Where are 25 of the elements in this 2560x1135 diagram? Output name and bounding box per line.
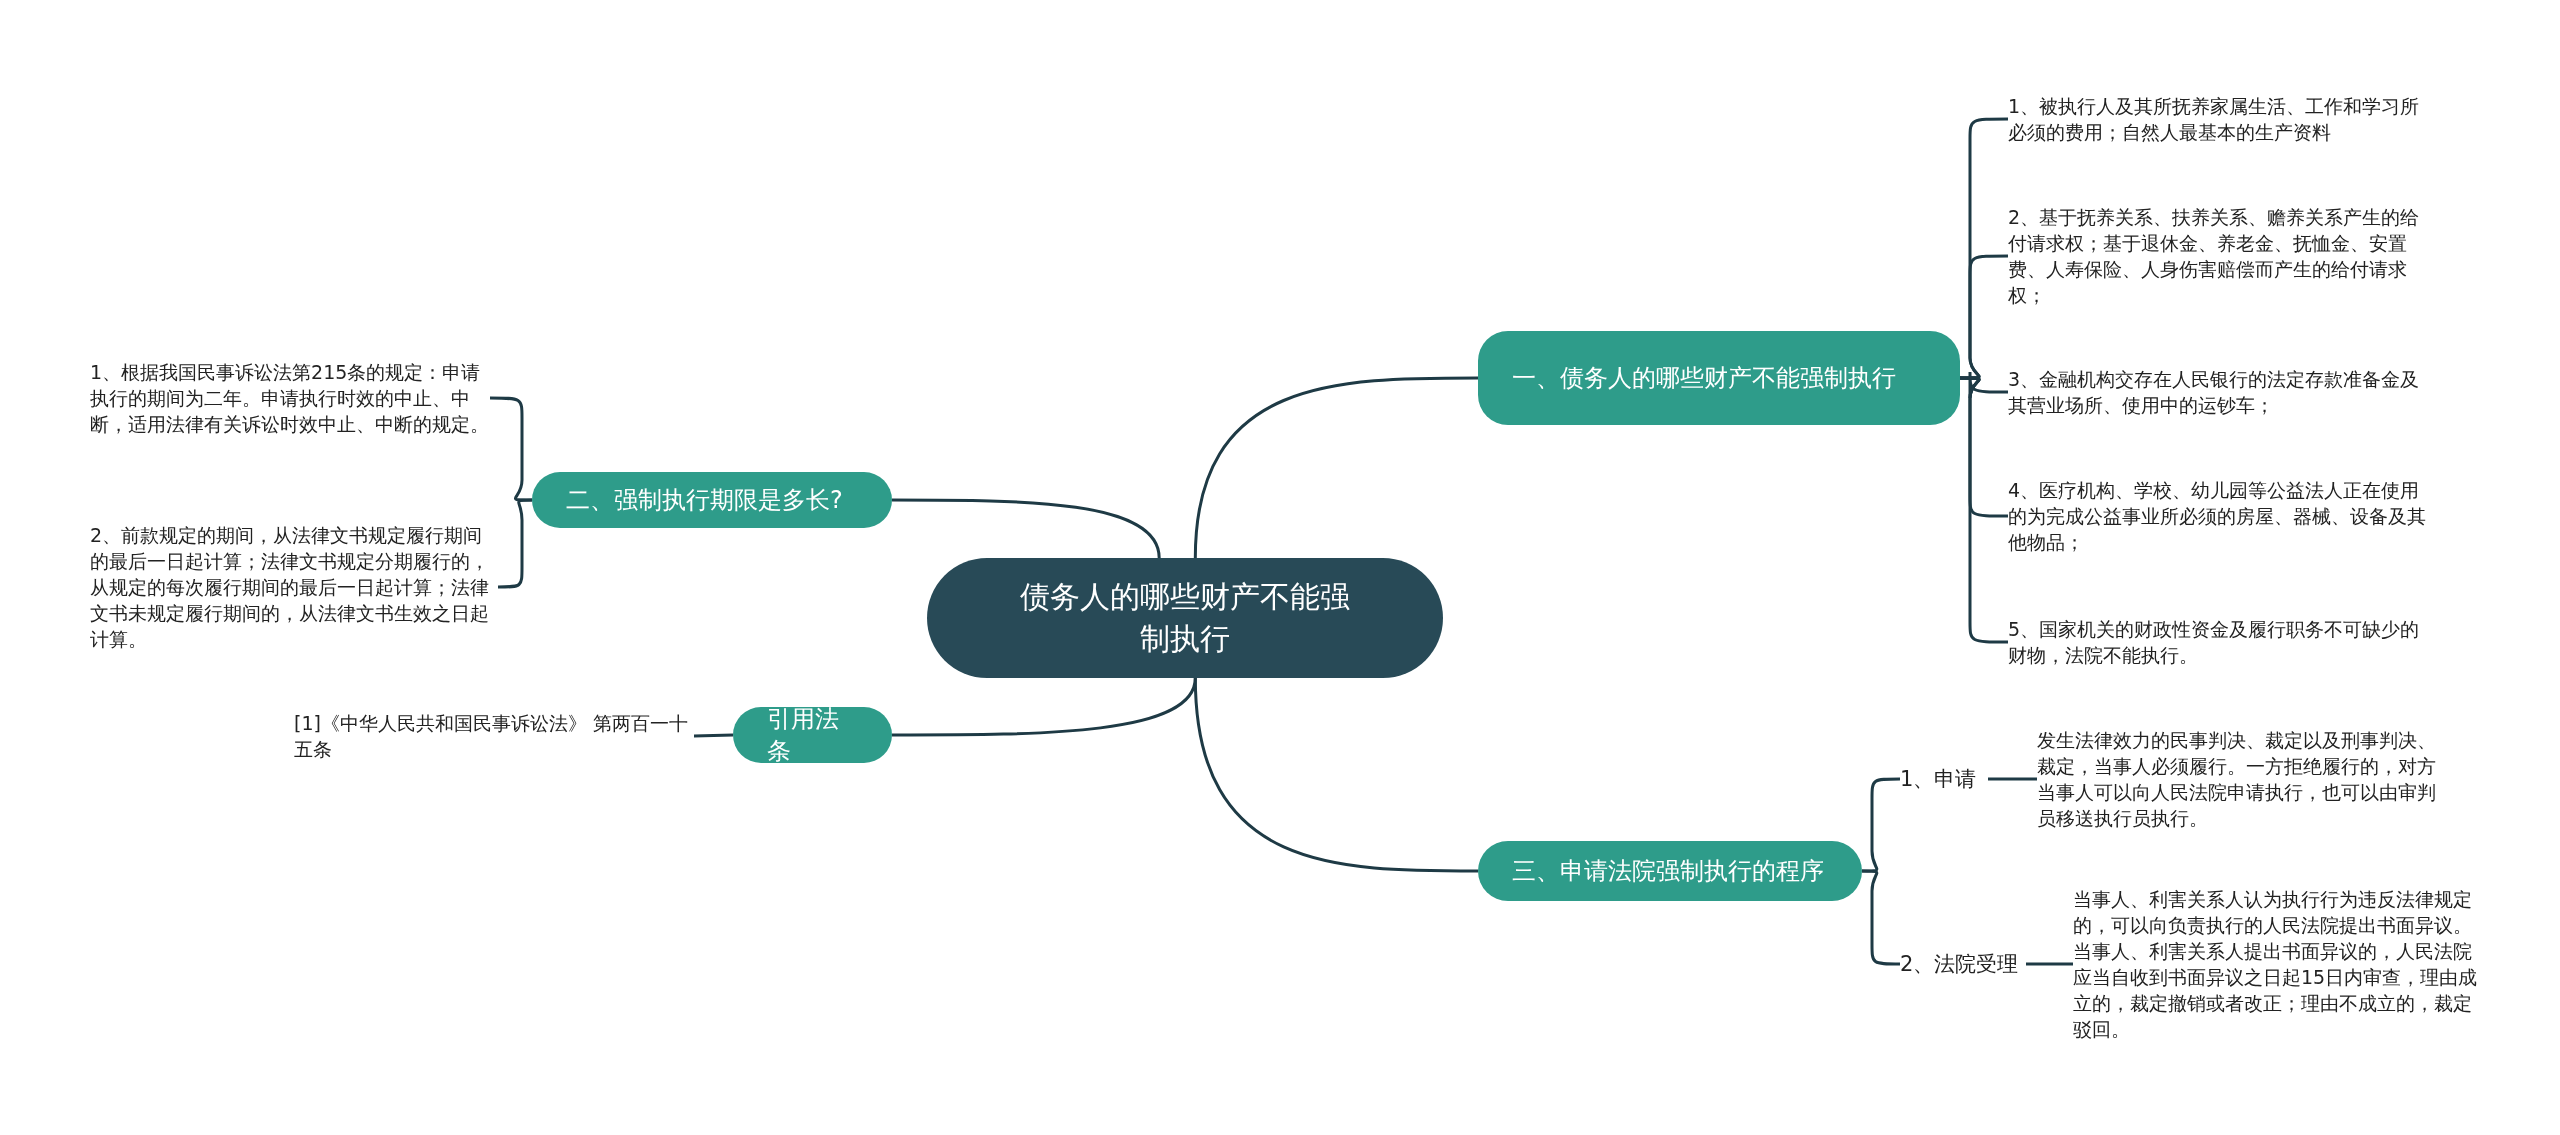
note-text: 当事人、利害关系人认为执行行为违反法律规定的，可以向负责执行的人民法院提出书面异议。当事人、利害关系人提出书面异议的，人民法院应当自收到书面异议之日起15日内审查，理由成立的，裁定撤销或者改正；理由不成立的，裁定驳回。 [2073, 886, 2483, 1042]
topic-box: 一、债务人的哪些财产不能强制执行 [1478, 331, 1960, 425]
connector [892, 677, 1197, 737]
note-text: 4、医疗机构、学校、幼儿园等公益法人正在使用的为完成公益事业所必须的房屋、器械、设备及其他物品； [2008, 477, 2428, 555]
note-text: 3、金融机构交存在人民银行的法定存款准备金及其营业场所、使用中的运钞车； [2008, 366, 2428, 418]
topic-box: 引用法条 [733, 707, 892, 763]
connector [892, 498, 1161, 559]
topic-box: 三、申请法院强制执行的程序 [1478, 841, 1862, 901]
note-text: 2、基于抚养关系、扶养关系、赡养关系产生的给付请求权；基于退休金、养老金、抚恤金、安置费、人寿保险、人身伤害赔偿而产生的给付请求权； [2008, 204, 2428, 308]
note-text: 2、前款规定的期间，从法律文书规定履行期间的最后一日起计算；法律文书规定分期履行的，从规定的每次履行期间的最后一日起计算；法律文书未规定履行期间的，从法律文书生效之日起计算。 [90, 522, 498, 652]
connector [693, 733, 734, 738]
subtopic-text: 1、申请 [1900, 763, 1988, 795]
topic-box: 二、强制执行期限是多长? [532, 472, 892, 528]
connector [1988, 777, 2037, 781]
connector [1960, 376, 2008, 644]
connector [1960, 254, 2008, 380]
note-text: [1]《中华人民共和国民事诉讼法》 第两百一十五条 [294, 710, 694, 762]
note-text: 1、根据我国民事诉讼法第215条的规定：申请执行的期间为二年。申请执行时效的中止、中断，适用法律有关诉讼时效中止、中断的规定。 [90, 359, 490, 437]
note-text: 1、被执行人及其所抚养家属生活、工作和学习所必须的费用；自然人最基本的生产资料 [2008, 93, 2428, 145]
connector [2026, 962, 2073, 966]
note-text: 发生法律效力的民事判决、裁定以及刑事判决、裁定，当事人必须履行。一方拒绝履行的，对方当事人可以向人民法院申请执行，也可以由审判员移送执行员执行。 [2037, 727, 2447, 831]
connector [1193, 376, 1478, 559]
central-topic: 债务人的哪些财产不能强制执行 [927, 558, 1443, 678]
note-text: 5、国家机关的财政性资金及履行职务不可缺少的财物，法院不能执行。 [2008, 616, 2428, 668]
subtopic-text: 2、法院受理 [1900, 948, 2026, 980]
